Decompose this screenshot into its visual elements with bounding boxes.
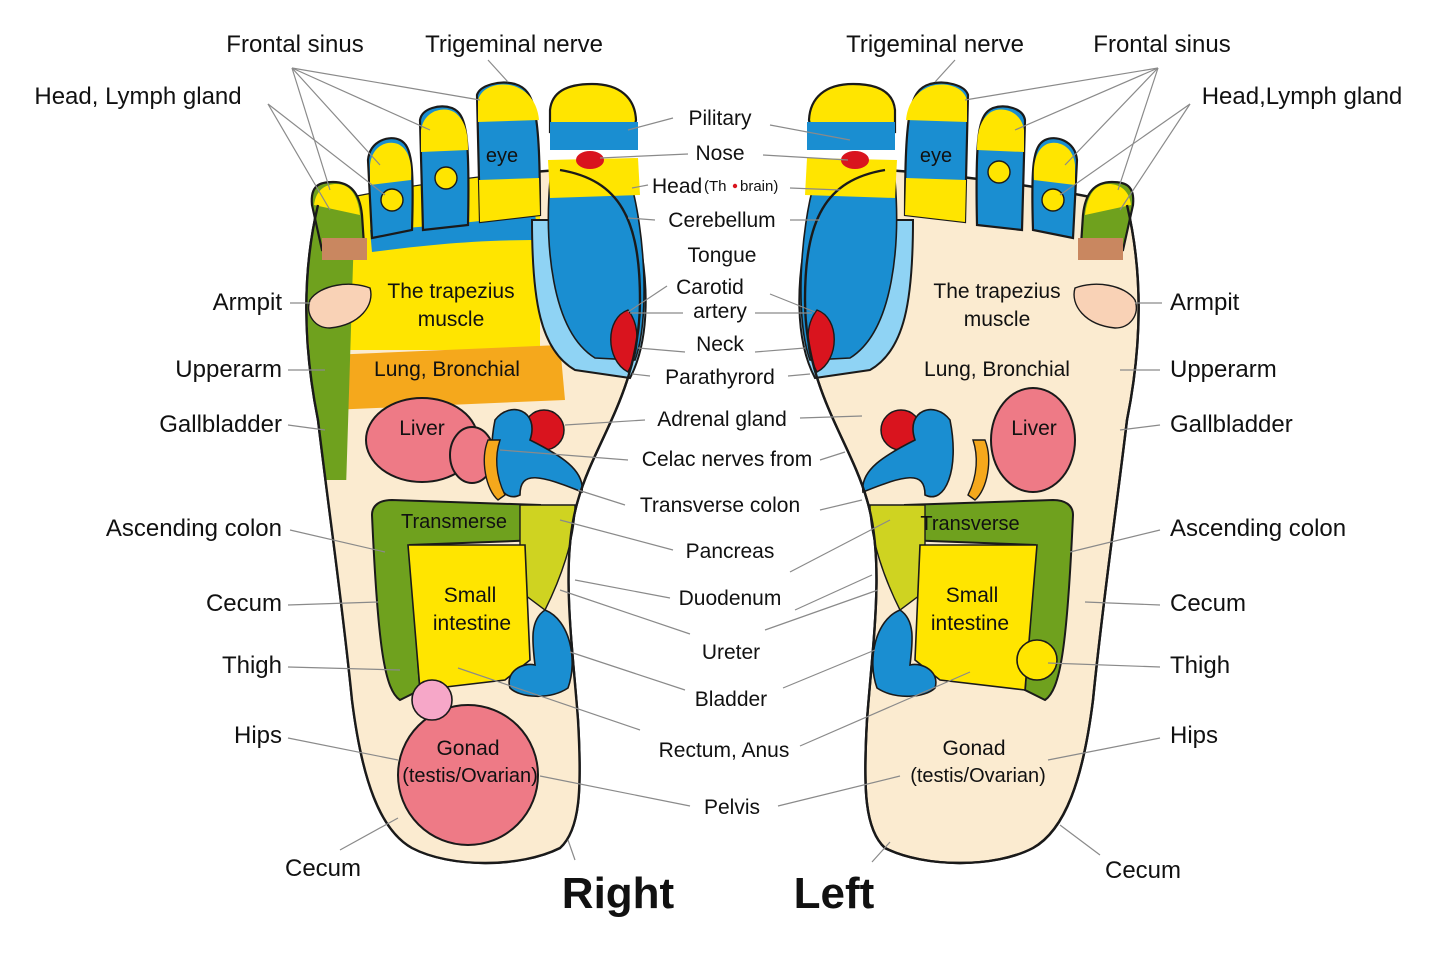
right-head-lymph-label: Head, Lymph gland xyxy=(34,83,241,110)
left-trapezius-label-2: muscle xyxy=(964,308,1031,331)
left-intestine-label: intestine xyxy=(931,612,1009,635)
right-gonad-sub-label: (testis/Ovarian) xyxy=(402,765,538,787)
cerebellum-label: Cerebellum xyxy=(668,209,775,232)
left-eye-label: eye xyxy=(920,145,952,167)
pancreas-label: Pancreas xyxy=(686,540,775,563)
left-armpit-label: Armpit xyxy=(1170,289,1240,316)
head-sub-label-2: brain) xyxy=(740,178,778,195)
transverse-colon-label: Transverse colon xyxy=(640,494,800,517)
left-lung-label: Lung, Bronchial xyxy=(924,358,1070,381)
left-ascending-colon-label: Ascending colon xyxy=(1170,515,1346,542)
head-label: Head xyxy=(652,175,702,198)
left-gonad-label: Gonad xyxy=(942,737,1005,760)
leader-lines xyxy=(267,59,1191,863)
center-labels: Pilitary Nose Head (Th brain) Cerebellum… xyxy=(640,107,812,819)
left-small-label: Small xyxy=(946,584,999,607)
right-side-labels: Frontal sinus Trigeminal nerve Head, Lym… xyxy=(34,31,603,882)
duodenum-label: Duodenum xyxy=(679,587,782,610)
head-dot-icon xyxy=(732,183,738,189)
adrenal-gland-label: Adrenal gland xyxy=(657,408,787,431)
left-trapezius-label: The trapezius xyxy=(933,280,1060,303)
left-cecum-bottom-label: Cecum xyxy=(1105,857,1181,884)
left-transverse-label: Transverse xyxy=(920,513,1019,535)
left-foot: eye The trapezius muscle Lung, Bronchial… xyxy=(798,81,1140,865)
right-toes xyxy=(310,81,640,260)
head-sub-label: (Th xyxy=(704,178,727,195)
right-cecum-label: Cecum xyxy=(206,590,282,617)
bladder-label: Bladder xyxy=(695,688,767,711)
right-trapezius-label: The trapezius xyxy=(387,280,514,303)
right-frontal-sinus-label: Frontal sinus xyxy=(226,31,363,58)
ureter-label: Ureter xyxy=(702,641,760,664)
right-foot: eye The trapezius muscle Lung, Bronchial… xyxy=(305,81,647,865)
right-armpit-label: Armpit xyxy=(213,289,283,316)
right-transverse-label: Transmerse xyxy=(401,511,507,533)
parathyrord-label: Parathyrord xyxy=(665,366,775,389)
left-frontal-sinus-label: Frontal sinus xyxy=(1093,31,1230,58)
right-cecum-bottom-label: Cecum xyxy=(285,855,361,882)
right-upperarm-label: Upperarm xyxy=(175,356,282,383)
left-foot-title: Left xyxy=(794,869,875,918)
right-trigeminal-label: Trigeminal nerve xyxy=(425,31,603,58)
right-small-label: Small xyxy=(444,584,497,607)
right-gallbladder-label: Gallbladder xyxy=(159,411,282,438)
right-foot-title: Right xyxy=(562,869,675,918)
celac-nerves-label: Celac nerves from xyxy=(642,448,812,471)
right-trapezius-label-2: muscle xyxy=(418,308,485,331)
left-gallbladder-label: Gallbladder xyxy=(1170,411,1293,438)
right-gonad-label: Gonad xyxy=(436,737,499,760)
right-hips-label: Hips xyxy=(234,722,282,749)
left-upperarm-label: Upperarm xyxy=(1170,356,1277,383)
left-cecum-label: Cecum xyxy=(1170,590,1246,617)
right-liver-label: Liver xyxy=(399,417,445,440)
carotid-label: Carotid xyxy=(676,276,744,299)
neck-label: Neck xyxy=(696,333,744,356)
right-ascending-colon-label: Ascending colon xyxy=(106,515,282,542)
left-head-lymph-label: Head,Lymph gland xyxy=(1202,83,1403,110)
right-intestine-label: intestine xyxy=(433,612,511,635)
right-eye-label: eye xyxy=(486,145,518,167)
rectum-anus-label: Rectum, Anus xyxy=(659,739,790,762)
left-trigeminal-label: Trigeminal nerve xyxy=(846,31,1024,58)
left-thigh-label: Thigh xyxy=(1170,652,1230,679)
tongue-label: Tongue xyxy=(688,244,757,267)
left-hips-label: Hips xyxy=(1170,722,1218,749)
left-side-labels: Trigeminal nerve Frontal sinus Head,Lymp… xyxy=(846,31,1402,884)
right-lung-label: Lung, Bronchial xyxy=(374,358,520,381)
left-gonad-sub-label: (testis/Ovarian) xyxy=(910,765,1046,787)
right-thigh-label: Thigh xyxy=(222,652,282,679)
pilitary-label: Pilitary xyxy=(688,107,752,130)
nose-label: Nose xyxy=(695,142,744,165)
artery-label: artery xyxy=(693,300,747,323)
pelvis-label: Pelvis xyxy=(704,796,760,819)
left-liver-label: Liver xyxy=(1011,417,1057,440)
